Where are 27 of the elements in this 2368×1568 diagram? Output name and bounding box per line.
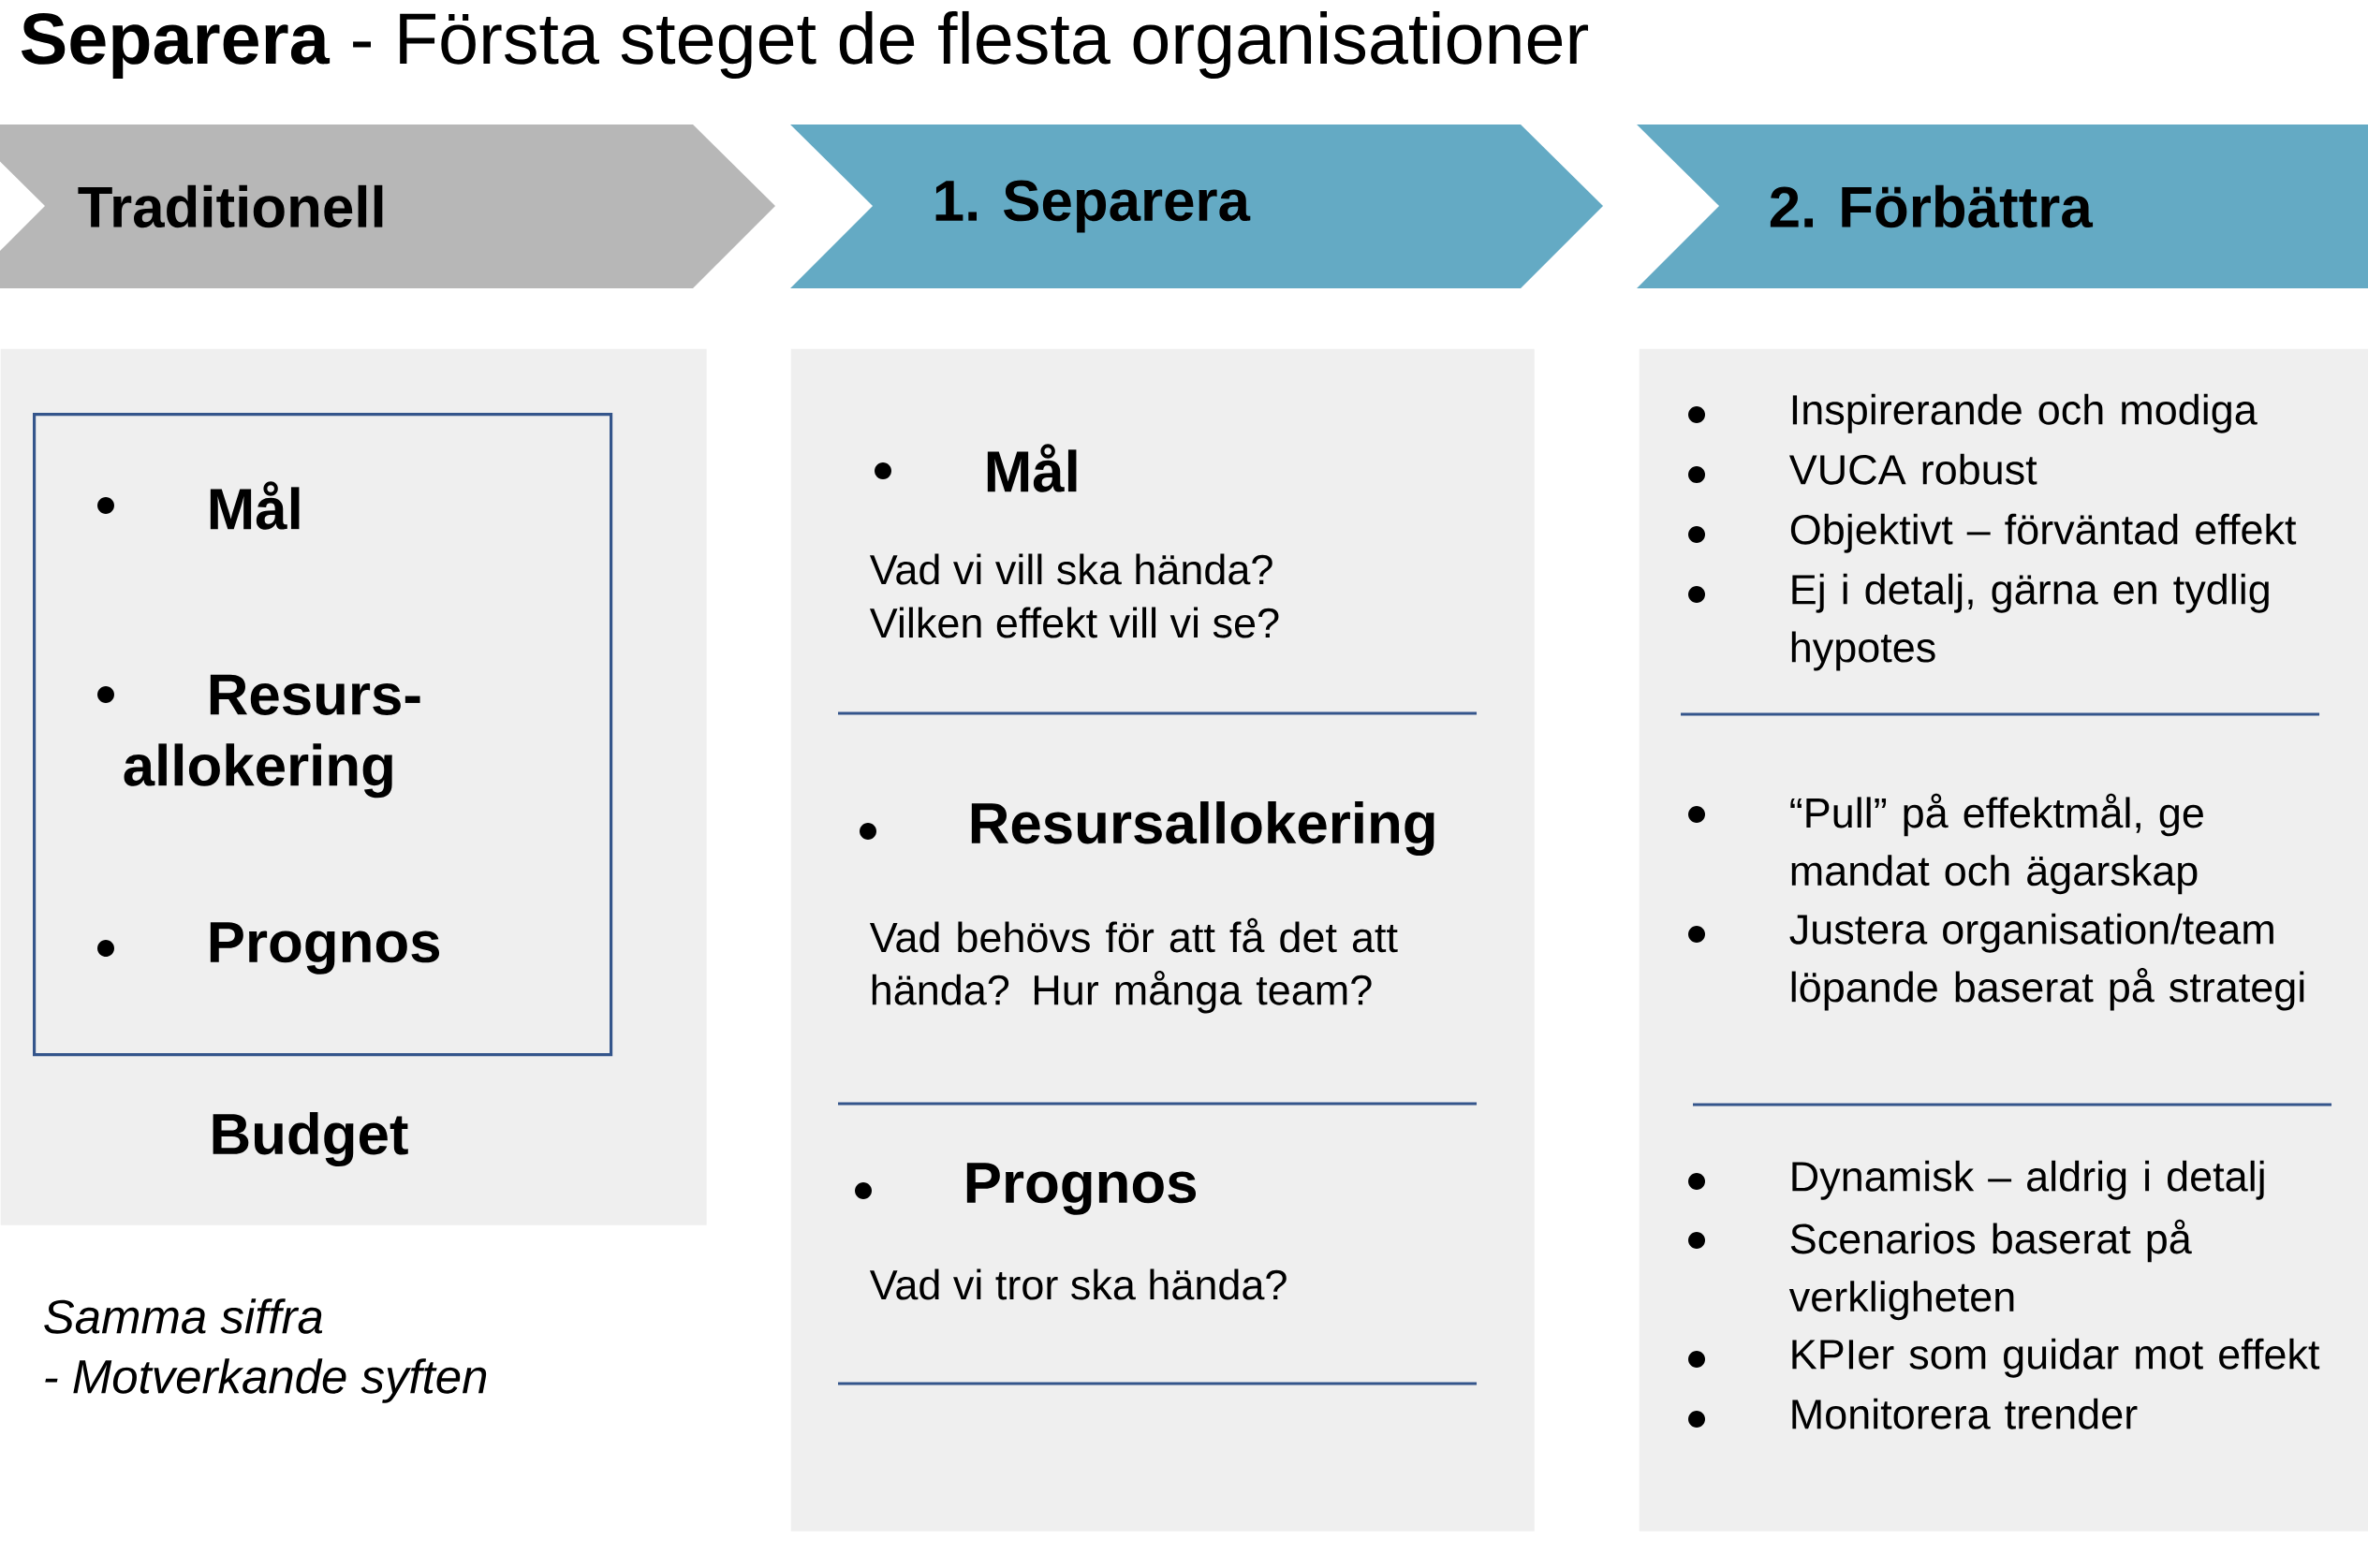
bullet-item: Monitorera trender — [1792, 1398, 2138, 1429]
bullet-heading: Prognos — [210, 922, 440, 975]
question-text: Vad vi vill ska hända? — [869, 553, 1272, 585]
question-text: Vad behövs för att få det att hända? Hur många team? — [869, 917, 1398, 1014]
chevron-banner: Traditionell — [0, 125, 775, 288]
note-text: Samma siffra — [44, 1298, 323, 1334]
note-text: - Motverkande syften — [45, 1358, 487, 1403]
bullet-item: Inspirerande och modiga — [1792, 393, 2258, 433]
bullet-item: KPIer som guidar mot effekt — [1792, 1338, 2320, 1378]
chevron-banner: 2. Förbättra — [1637, 125, 2368, 288]
bullet-item: Justera organisation/team löpande baserat på strategi — [1789, 913, 2304, 1011]
bullet-item: Ej i detalj, gärna en tydlig hypotes — [1791, 573, 2269, 671]
bullet-item: Dynamisk – aldrig i detalj — [1792, 1160, 2264, 1200]
bullet-heading: Mål — [210, 481, 300, 530]
bullet-item: “Pull” på effektmål, ge mandat och ägarskap — [1790, 793, 2203, 895]
bullet-heading: Mål — [987, 444, 1077, 492]
title: Separera - Första steget de flesta organisationer — [21, 10, 1588, 80]
bullet-heading: Resurs- allokering — [124, 674, 420, 799]
question-text: Vilken effekt vill vi se? — [869, 607, 1279, 638]
bullet-heading: Prognos — [966, 1163, 1197, 1215]
bullet-item: Objektivt – förväntad effekt — [1790, 513, 2297, 553]
bullet-heading: Resursallokering — [971, 801, 1434, 856]
question-text: Vad vi tror ska hända? — [869, 1268, 1287, 1300]
panel-caption: Budget — [213, 1112, 408, 1166]
bullet-item: Scenarios baserat på verkligheten — [1788, 1219, 2192, 1321]
bullet-item: VUCA robust — [1788, 453, 2037, 485]
chevron-banner: 1. Separera — [790, 125, 1604, 288]
